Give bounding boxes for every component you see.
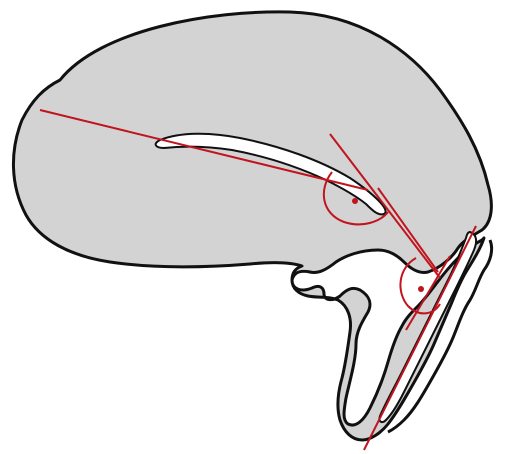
angle-vertex-dot-upper bbox=[352, 198, 358, 204]
angle-vertex-dot-lower bbox=[418, 286, 424, 292]
